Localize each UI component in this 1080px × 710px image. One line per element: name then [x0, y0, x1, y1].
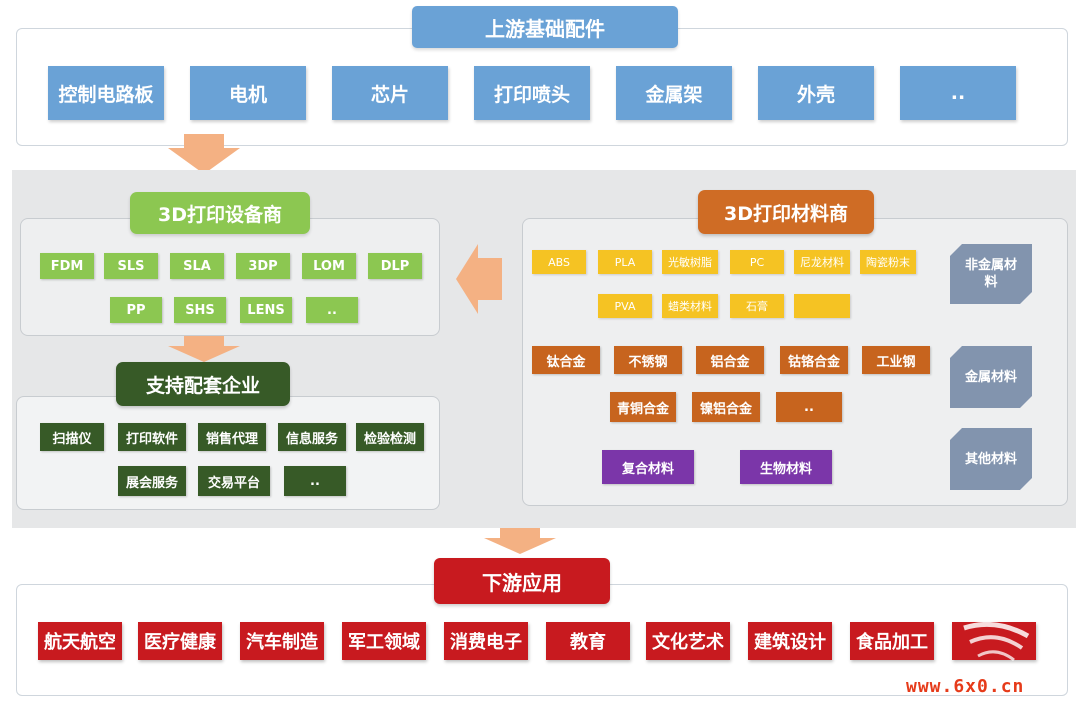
arrow-down-icon	[168, 134, 240, 174]
category-label-other: 其他材料	[950, 428, 1032, 490]
material-other: 复合材料	[602, 450, 694, 484]
equipment-title: 3D打印设备商	[130, 192, 310, 234]
support-item: 检验检测	[356, 423, 424, 451]
category-label-nonmetal: 非金属材料	[950, 244, 1032, 304]
material-nonmetal	[794, 294, 850, 318]
material-metal: ..	[776, 392, 842, 422]
equipment-item: FDM	[40, 253, 94, 279]
upstream-item: ..	[900, 66, 1016, 120]
material-metal: 不锈钢	[614, 346, 682, 374]
material-nonmetal: 石膏	[730, 294, 784, 318]
material-other: 生物材料	[740, 450, 832, 484]
support-item: 销售代理	[198, 423, 266, 451]
equipment-item: SLA	[170, 253, 224, 279]
watermark-text: www.6x0.cn	[906, 676, 1025, 697]
equipment-item: LENS	[240, 297, 292, 323]
material-nonmetal: PC	[730, 250, 784, 274]
upstream-title: 上游基础配件	[412, 6, 678, 48]
upstream-item: 打印喷头	[474, 66, 590, 120]
material-metal: 铝合金	[696, 346, 764, 374]
watermark-logo-icon	[963, 622, 1030, 662]
arrow-down-icon	[168, 336, 240, 362]
equipment-item: LOM	[302, 253, 356, 279]
material-nonmetal: PLA	[598, 250, 652, 274]
downstream-item: 医疗健康	[138, 622, 222, 660]
downstream-item: 教育	[546, 622, 630, 660]
material-nonmetal: 陶瓷粉末	[860, 250, 916, 274]
equipment-item: SLS	[104, 253, 158, 279]
upstream-item: 控制电路板	[48, 66, 164, 120]
material-nonmetal: PVA	[598, 294, 652, 318]
arrow-left-icon	[456, 244, 502, 314]
support-item: 交易平台	[198, 466, 270, 496]
downstream-item: 消费电子	[444, 622, 528, 660]
downstream-item: 建筑设计	[748, 622, 832, 660]
downstream-title: 下游应用	[434, 558, 610, 604]
material-metal: 钛合金	[532, 346, 600, 374]
arrow-down-icon	[484, 528, 556, 554]
material-nonmetal: 光敏树脂	[662, 250, 718, 274]
material-metal: 青铜合金	[610, 392, 676, 422]
material-metal: 工业钢	[862, 346, 930, 374]
equipment-item: 3DP	[236, 253, 290, 279]
support-item: 打印软件	[118, 423, 186, 451]
upstream-item: 电机	[190, 66, 306, 120]
upstream-item: 外壳	[758, 66, 874, 120]
materials-title: 3D打印材料商	[698, 190, 874, 234]
support-item: ..	[284, 466, 346, 496]
category-label-metal: 金属材料	[950, 346, 1032, 408]
downstream-item: 文化艺术	[646, 622, 730, 660]
material-nonmetal: 尼龙材料	[794, 250, 850, 274]
support-item: 扫描仪	[40, 423, 104, 451]
downstream-item: 航天航空	[38, 622, 122, 660]
equipment-item: ..	[306, 297, 358, 323]
downstream-item: 食品加工	[850, 622, 934, 660]
downstream-item: 军工领域	[342, 622, 426, 660]
equipment-item: DLP	[368, 253, 422, 279]
support-item: 信息服务	[278, 423, 346, 451]
material-nonmetal: ABS	[532, 250, 586, 274]
support-title: 支持配套企业	[116, 362, 290, 406]
downstream-item: 汽车制造	[240, 622, 324, 660]
support-item: 展会服务	[118, 466, 186, 496]
material-metal: 镍铝合金	[692, 392, 760, 422]
material-metal: 钴铬合金	[780, 346, 848, 374]
upstream-item: 芯片	[332, 66, 448, 120]
upstream-item: 金属架	[616, 66, 732, 120]
material-nonmetal: 蜡类材料	[662, 294, 718, 318]
equipment-item: SHS	[174, 297, 226, 323]
equipment-item: PP	[110, 297, 162, 323]
